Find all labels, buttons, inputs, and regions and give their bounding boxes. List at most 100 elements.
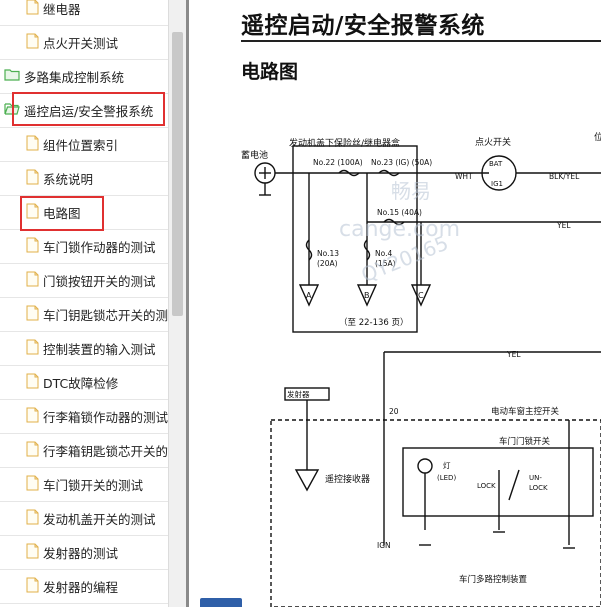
label-pin-ign: IGN — [377, 541, 391, 550]
document-icon — [26, 577, 39, 596]
tree-item[interactable]: 继电器 — [0, 0, 168, 26]
tree-item-label: 车门钥匙锁芯开关的测 — [43, 307, 168, 323]
tree-item-label: 继电器 — [43, 1, 81, 17]
label-transmitter: 发射器 — [287, 389, 310, 399]
highlight-box-folder — [12, 92, 165, 126]
page-title: 遥控启动/安全报警系统 — [241, 13, 485, 39]
tree-item-label: 车门锁作动器的测试 — [43, 239, 156, 255]
tree-item[interactable]: 车门钥匙锁芯开关的测 — [0, 297, 168, 332]
tree-item-label: 发动机盖开关的测试 — [43, 511, 156, 527]
document-icon — [26, 543, 39, 562]
tree-item[interactable]: 行李箱钥匙锁芯开关的 — [0, 433, 168, 468]
document-icon — [26, 339, 39, 358]
watermark-text-2: cange.com — [339, 217, 460, 242]
label-wire-blk-yel: BLK/YEL — [549, 172, 580, 181]
title-rule — [241, 40, 601, 42]
folder-icon — [4, 68, 20, 84]
tree-item-label: 发射器的测试 — [43, 545, 119, 561]
tree-item-label: 门锁按钮开关的测试 — [43, 273, 156, 289]
label-ig1: IG1 — [491, 180, 503, 188]
highlight-box-leaf — [20, 196, 104, 231]
scrollbar-thumb[interactable] — [172, 32, 183, 316]
label-fuse23: No.23 (IG) (50A) — [371, 158, 432, 167]
tree-item-label: 点火开关测试 — [43, 35, 119, 51]
tree-item[interactable]: 发射器的编程 — [0, 569, 168, 604]
label-fuse4-amp: (15A) — [375, 259, 396, 268]
bottom-action-button[interactable] — [200, 598, 242, 607]
document-icon — [26, 305, 39, 324]
tree-item-label: 电路图 — [43, 205, 81, 221]
document-icon — [26, 135, 39, 154]
label-unlock-lock: LOCK — [529, 484, 548, 492]
tree-item-label: 车门锁开关的测试 — [43, 477, 144, 493]
tree-item[interactable]: 控制装置的输入测试 — [0, 331, 168, 366]
label-fuse15: No.15 (40A) — [377, 208, 422, 217]
label-fuse13-amp: (20A) — [317, 259, 338, 268]
document-icon — [26, 33, 39, 52]
watermark-text-1: 畅易 — [391, 179, 431, 203]
document-icon — [26, 441, 39, 460]
label-node-c: C — [418, 291, 424, 300]
label-un: UN- — [529, 474, 542, 482]
document-icon — [26, 407, 39, 426]
label-wire-yel2: YEL — [506, 350, 521, 359]
label-lamp: 灯 — [443, 460, 451, 470]
tree-item-label: 系统说明 — [43, 171, 94, 187]
tree-folder[interactable]: 多路集成控制系统 — [0, 59, 168, 94]
document-icon — [26, 475, 39, 494]
label-led: (LED) — [437, 474, 456, 482]
tree-item-label: 行李箱钥匙锁芯开关的 — [43, 443, 168, 459]
label-pin-20: 20 — [389, 407, 399, 416]
document-icon — [26, 169, 39, 188]
tree-item-label: 组件位置索引 — [43, 137, 119, 153]
label-fuse22: No.22 (100A) — [313, 158, 363, 167]
tree-item[interactable]: 门锁按钮开关的测试 — [0, 263, 168, 298]
label-wire-wht: WHT — [455, 172, 473, 181]
document-icon — [26, 237, 39, 256]
label-ignition-switch: 点火开关 — [475, 136, 511, 148]
document-pane: 遥控启动/安全报警系统 电路图 — [189, 0, 601, 607]
tree-item-label: DTC故障检修 — [43, 375, 119, 391]
document-icon — [26, 271, 39, 290]
label-window-switch: 电动车窗主控开关 — [491, 406, 560, 417]
document-icon — [26, 203, 39, 222]
circuit-diagram: 蓄电池 发动机盖下保险丝/继电器盒 点火开关 No.22 (100A) No.2… — [241, 131, 601, 607]
tree-item[interactable]: 组件位置索引 — [0, 127, 168, 162]
label-cut-char: 位 — [594, 131, 601, 143]
section-title: 电路图 — [241, 61, 299, 83]
label-fuse-box: 发动机盖下保险丝/继电器盒 — [289, 137, 400, 149]
sidebar-scrollbar[interactable] — [168, 0, 187, 607]
label-bat: BAT — [489, 160, 503, 168]
document-icon — [26, 373, 39, 392]
tree-item[interactable]: DTC故障检修 — [0, 365, 168, 400]
tree-item-label: 控制装置的输入测试 — [43, 341, 156, 357]
tree-item[interactable]: 发射器的测试 — [0, 535, 168, 570]
label-fuse13: No.13 — [317, 249, 339, 258]
pane-divider[interactable] — [186, 0, 189, 607]
label-wire-yel1: YEL — [556, 221, 571, 230]
label-page-ref: （至 22-136 页） — [339, 317, 409, 328]
tree-item-label: 多路集成控制系统 — [24, 69, 125, 85]
label-door-lock-switch: 车门门锁开关 — [499, 436, 551, 447]
label-battery: 蓄电池 — [241, 149, 268, 161]
navigation-tree: 继电器点火开关测试多路集成控制系统遥控启运/安全警报系统组件位置索引系统说明电路… — [0, 0, 168, 607]
document-icon — [26, 0, 39, 18]
label-fuse4: No.4 — [375, 249, 392, 258]
tree-item[interactable]: 车门锁开关的测试 — [0, 467, 168, 502]
tree-item-label: 行李箱锁作动器的测试 — [43, 409, 168, 425]
tree-item[interactable]: 点火开关测试 — [0, 25, 168, 60]
watermark: 畅易 cange.com QY20165 — [339, 179, 460, 287]
tree-item[interactable]: 发动机盖开关的测试 — [0, 501, 168, 536]
document-icon — [26, 509, 39, 528]
label-control-unit: 车门多路控制装置 — [459, 574, 528, 585]
tree-item[interactable]: 车门锁作动器的测试 — [0, 229, 168, 264]
tree-item[interactable]: 行李箱锁作动器的测试 — [0, 399, 168, 434]
tree-item-label: 发射器的编程 — [43, 579, 119, 595]
fuse-box-outline — [292, 145, 418, 333]
tree-item-label: 遥控启运/安全警报系统 — [24, 103, 154, 119]
tree-item[interactable]: 系统说明 — [0, 161, 168, 196]
label-receiver: 遥控接收器 — [325, 473, 370, 485]
label-lock: LOCK — [477, 482, 496, 490]
label-node-a: A — [306, 291, 312, 300]
label-node-b: B — [364, 291, 370, 300]
